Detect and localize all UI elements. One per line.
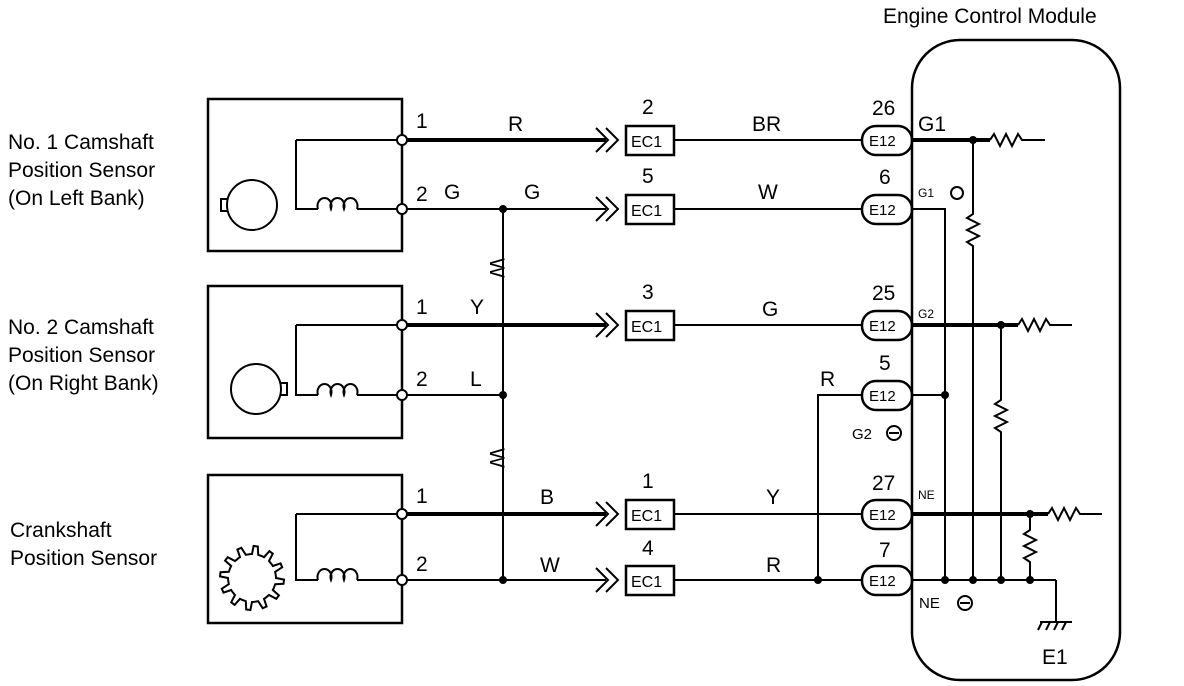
wire-color-label: G [444, 181, 460, 204]
wire-color-label: B [540, 486, 554, 509]
terminal-label-g1: G1 [918, 113, 946, 136]
cam1-pickup-icon [220, 179, 278, 231]
ecm-pin-number: 26 [872, 97, 895, 120]
wire-color-label: R [820, 368, 835, 391]
cam2-pin1-label: 1 [416, 296, 428, 319]
e12-connector: E12 [860, 379, 914, 412]
svg-text:E12: E12 [869, 318, 896, 335]
cam1-pin2-label: 2 [416, 183, 428, 206]
e12-connector: E12 [860, 498, 914, 531]
splice-dot [499, 205, 507, 213]
ec1-pin-number: 1 [642, 470, 654, 493]
wire-color-label: Y [470, 296, 484, 319]
splice-dot [499, 391, 507, 399]
cam1-pin1-label: 1 [416, 110, 428, 133]
cam2-pickup-icon [230, 363, 288, 415]
splice-dot [499, 576, 507, 584]
terminal-label-ne-minus: NE [919, 595, 940, 612]
ec1-connector: EC1 [624, 498, 676, 531]
svg-text:(On Right Bank): (On Right Bank) [8, 372, 159, 395]
wire-r-branch [817, 394, 862, 580]
crank-coil-icon [295, 513, 400, 584]
ec1-pin-number: 5 [642, 165, 654, 188]
ecm-pin-number: 7 [879, 539, 891, 562]
svg-text:Position Sensor: Position Sensor [8, 159, 155, 182]
ecm-title: Engine Control Module [883, 5, 1097, 28]
svg-text:Crankshaft: Crankshaft [10, 519, 112, 542]
svg-text:E12: E12 [869, 388, 896, 405]
e12-connector: E12 [860, 124, 914, 157]
crank-pin2-label: 2 [416, 553, 428, 576]
svg-text:E12: E12 [869, 507, 896, 524]
ec1-connector: EC1 [624, 309, 676, 342]
svg-text:Position Sensor: Position Sensor [8, 344, 155, 367]
cam2-sensor-label: No. 2 Camshaft Position Sensor (On Right… [8, 316, 159, 395]
ecm-pin-number: 5 [879, 352, 891, 375]
crank-pin1-label: 1 [416, 485, 428, 508]
ec1-connector: EC1 [624, 124, 676, 157]
minus-icon [886, 425, 902, 441]
svg-text:E12: E12 [869, 133, 896, 150]
ecm-pin-number: 25 [872, 282, 895, 305]
cam2-sensor-box [206, 284, 404, 440]
cam1-sensor-label: No. 1 Camshaft Position Sensor (On Left … [8, 131, 155, 210]
e12-connector: E12 [860, 309, 914, 342]
terminal-label-g2: G2 [918, 307, 934, 321]
cam2-pin2-label: 2 [416, 368, 428, 391]
wire-color-label: W [540, 554, 560, 577]
e12-connector: E12 [860, 193, 914, 226]
crank-sensor-label: Crankshaft Position Sensor [10, 519, 157, 570]
terminal-label-ne: NE [918, 488, 935, 502]
svg-text:EC1: EC1 [631, 319, 662, 336]
minus-icon [957, 595, 973, 611]
e12-connector: E12 [860, 564, 914, 597]
svg-text:EC1: EC1 [631, 574, 662, 591]
wire-color-label: L [470, 368, 482, 391]
svg-text:EC1: EC1 [631, 203, 662, 220]
cam1-coil-icon [295, 139, 400, 213]
svg-text:E12: E12 [869, 573, 896, 590]
ecm-body [910, 38, 1122, 682]
crank-gear-icon [218, 544, 286, 612]
ecm-pin-number: 6 [879, 166, 891, 189]
wire-color-label: W [758, 181, 778, 204]
svg-text:Position Sensor: Position Sensor [10, 547, 157, 570]
svg-text:EC1: EC1 [631, 508, 662, 525]
chevron-connectors [595, 127, 620, 593]
wire-color-label: G [762, 298, 778, 321]
svg-text:No. 1 Camshaft: No. 1 Camshaft [8, 131, 154, 154]
svg-text:(On Left Bank): (On Left Bank) [8, 187, 145, 210]
crank-sensor-box [206, 473, 404, 625]
wire-color-label: Y [766, 486, 780, 509]
wire-color-label: BR [752, 113, 781, 136]
minus-icon [950, 186, 964, 200]
ground-label: E1 [1042, 646, 1068, 669]
ec1-connector: EC1 [624, 564, 676, 597]
ec1-pin-number: 3 [642, 281, 654, 304]
cam1-sensor-box [206, 97, 404, 253]
wire-color-label: R [508, 113, 523, 136]
splice-dot [814, 576, 822, 584]
wire-color-label: G [524, 181, 540, 204]
ecm-pin-number: 27 [872, 472, 895, 495]
ec1-pin-number: 2 [642, 96, 654, 119]
cam2-coil-icon [295, 324, 400, 399]
ground-icon [1037, 580, 1072, 631]
ec1-pin-number: 4 [642, 537, 654, 560]
terminal-label-g1-minus: G1 [918, 186, 934, 200]
svg-text:EC1: EC1 [631, 134, 662, 151]
vertical-wire-label-2: W [485, 448, 508, 468]
ecm-internal-circuit [912, 131, 1102, 584]
svg-text:E12: E12 [869, 202, 896, 219]
svg-text:No. 2 Camshaft: No. 2 Camshaft [8, 316, 154, 339]
ec1-connector: EC1 [624, 193, 676, 226]
terminal-label-g2-minus: G2 [852, 426, 872, 443]
wire-color-label: R [766, 554, 781, 577]
vertical-wire-label-1: W [485, 258, 508, 278]
